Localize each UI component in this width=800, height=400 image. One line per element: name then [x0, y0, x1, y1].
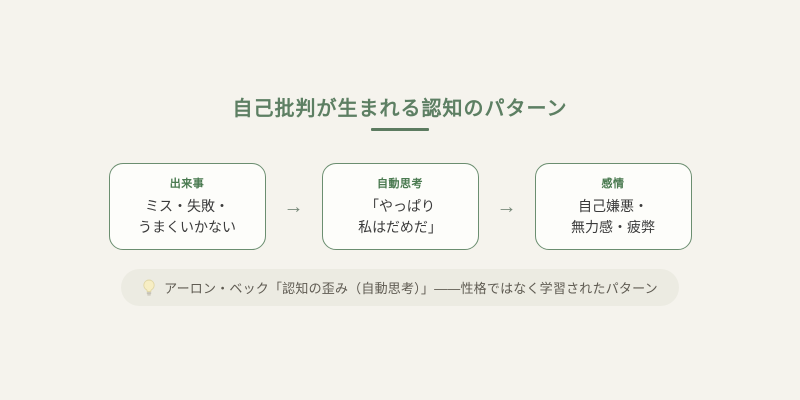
flow-box-emotion: 感情 自己嫌悪・ 無力感・疲弊 [534, 163, 692, 250]
cognitive-flow-row: 出来事 ミス・失敗・ うまくいかない → 自動思考 「やっぱり 私はだめだ」 →… [108, 163, 692, 250]
title-underline [371, 128, 429, 131]
footnote-text: アーロン・ベック「認知の歪み（自動思考）」——性格ではなく学習されたパターン [164, 281, 658, 296]
flow-box-text-line: うまくいかない [138, 219, 236, 235]
flow-box-label: 感情 [601, 178, 625, 190]
page-title: 自己批判が生まれる認知のパターン [232, 96, 568, 120]
flow-box-text-line: 自己嫌悪・ [578, 198, 648, 214]
flow-box-label: 自動思考 [377, 178, 423, 190]
footnote-pill: アーロン・ベック「認知の歪み（自動思考）」——性格ではなく学習されたパターン [121, 269, 679, 306]
flow-box-label: 出来事 [169, 178, 205, 190]
right-arrow-icon: → [283, 195, 304, 218]
right-arrow-icon: → [496, 195, 517, 218]
flow-box-text-line: ミス・失敗・ [145, 198, 229, 214]
flow-box-text-line: 「やっぱり [365, 198, 435, 214]
flow-box-text-line: 私はだめだ」 [358, 219, 442, 235]
flow-box-text-line: 無力感・疲弊 [571, 219, 655, 235]
lightbulb-icon [142, 279, 156, 297]
flow-box-automatic-thought: 自動思考 「やっぱり 私はだめだ」 [321, 163, 479, 250]
flow-box-event: 出来事 ミス・失敗・ うまくいかない [108, 163, 266, 250]
